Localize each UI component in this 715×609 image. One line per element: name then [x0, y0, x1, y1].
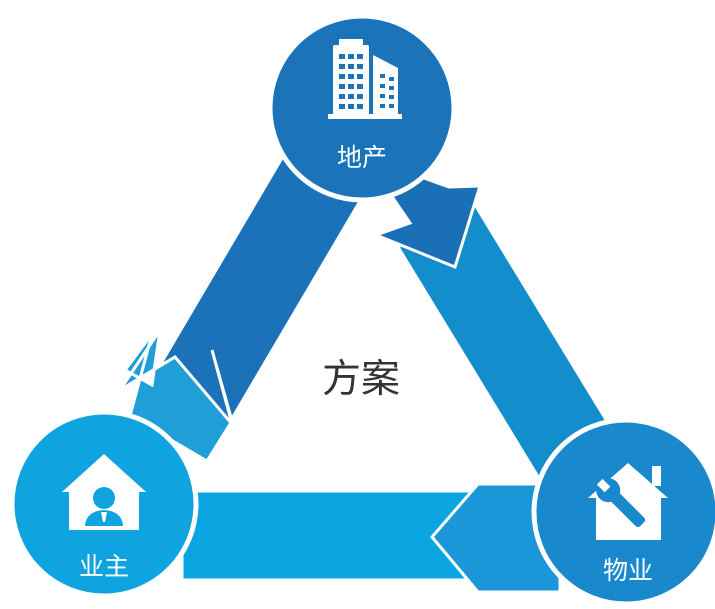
node-owner: 业主	[9, 409, 199, 599]
arrow-property-to-owner-body	[180, 489, 476, 582]
house-person-icon	[62, 454, 146, 530]
node-developer-label: 地产	[337, 143, 387, 172]
building-windows	[339, 54, 394, 109]
house-wrench-icon	[588, 463, 668, 540]
node-property-label: 物业	[603, 556, 653, 585]
node-owner-label: 业主	[79, 552, 129, 581]
arrow-owner-to-developer-head	[118, 329, 234, 464]
arrow-property-to-owner	[180, 482, 562, 594]
node-developer: 地产	[267, 13, 457, 203]
node-property: 物业	[531, 417, 715, 607]
center-label: 方案	[322, 357, 400, 402]
